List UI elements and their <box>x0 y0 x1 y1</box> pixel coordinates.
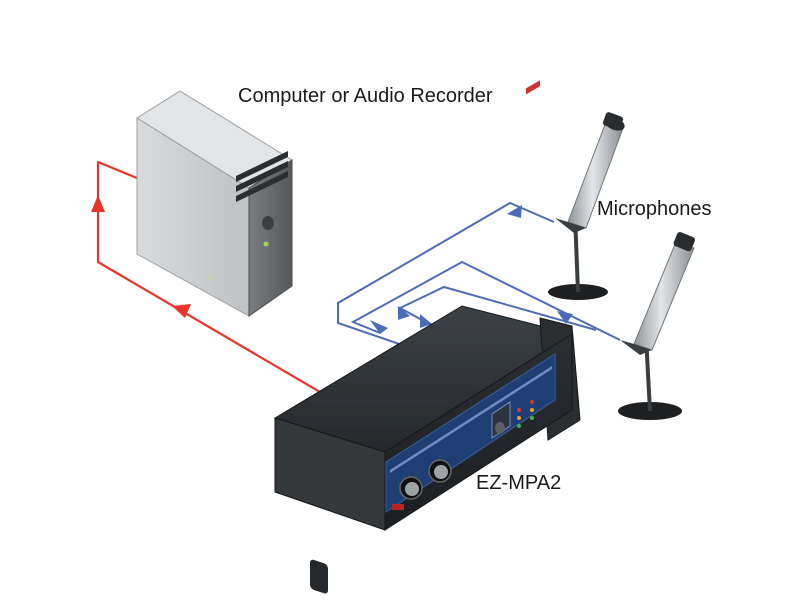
power-led <box>263 241 269 247</box>
computer-label: Computer or Audio Recorder <box>238 85 493 107</box>
arrow-right-icon <box>398 306 410 320</box>
computer-tower <box>136 90 293 317</box>
device-label: EZ-MPA2 <box>476 472 561 494</box>
front-panel <box>385 80 556 513</box>
arrow-right-icon <box>370 320 388 334</box>
arrow-right-icon <box>507 205 522 218</box>
arrow-right-icon <box>420 314 432 328</box>
level-knob-left <box>399 476 423 500</box>
arrow-up-icon <box>91 195 105 212</box>
drive-bays <box>236 151 288 202</box>
preamp-device <box>273 80 581 594</box>
input-signal-path-1 <box>337 201 555 348</box>
phantom-power-switch <box>491 401 511 439</box>
arrow-right-icon <box>557 311 573 324</box>
microphones-label: Microphones <box>597 198 712 220</box>
microphone-2 <box>618 232 695 420</box>
status-leds <box>517 80 540 428</box>
input-signal-path-2 <box>350 260 621 341</box>
level-knob-right <box>428 459 452 483</box>
arrow-left-icon <box>172 304 191 318</box>
output-signal-path <box>91 160 321 393</box>
microphone-1 <box>548 112 625 300</box>
power-button <box>262 216 274 230</box>
